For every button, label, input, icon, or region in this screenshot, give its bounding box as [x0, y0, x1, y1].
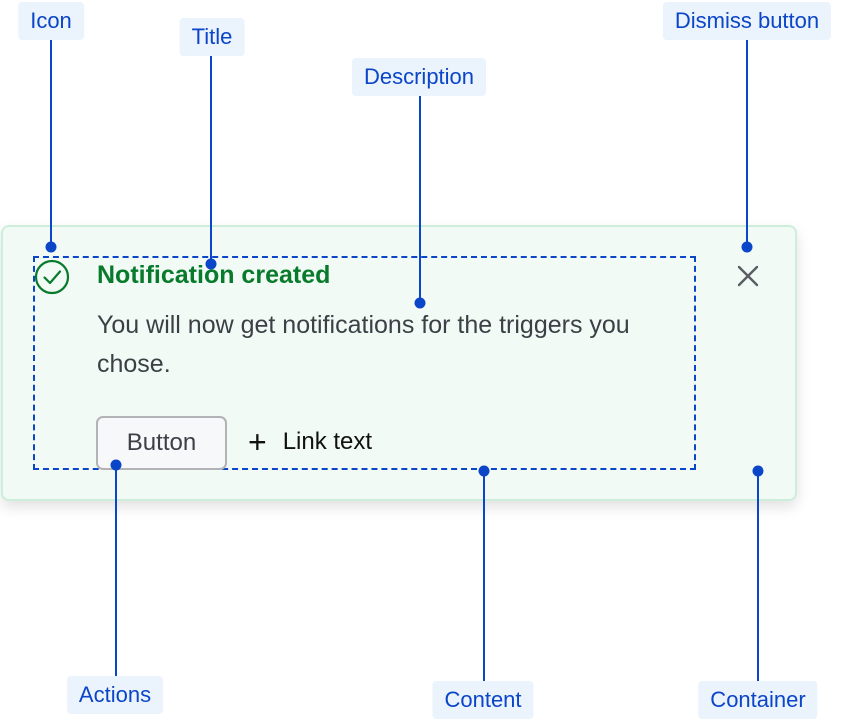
dismiss-connector — [746, 40, 748, 247]
label-dismiss-button: Dismiss button — [662, 2, 832, 40]
content-connector — [483, 471, 485, 681]
title-connector — [210, 56, 212, 264]
container-marker — [752, 465, 764, 477]
description-connector — [419, 96, 421, 303]
action-link[interactable]: + Link text — [248, 424, 373, 460]
notification-description: You will now get notifications for the t… — [97, 311, 630, 378]
close-icon[interactable] — [734, 262, 762, 290]
actions-marker — [110, 459, 122, 471]
content-outline — [33, 256, 696, 470]
label-title: Title — [179, 18, 245, 56]
label-container: Container — [698, 681, 818, 719]
action-link-label: Link text — [282, 428, 373, 455]
icon-marker — [45, 241, 57, 253]
label-actions: Actions — [66, 676, 164, 714]
actions-connector — [115, 464, 117, 676]
plus-icon: + — [248, 424, 267, 460]
label-icon: Icon — [18, 2, 84, 40]
container-connector — [757, 471, 759, 681]
label-content: Content — [432, 681, 534, 719]
dismiss-marker — [741, 241, 753, 253]
label-description: Description — [351, 58, 487, 96]
description-marker — [414, 297, 426, 309]
action-button[interactable]: Button — [96, 416, 227, 470]
content-marker — [478, 465, 490, 477]
check-circle-icon — [34, 259, 70, 295]
icon-connector — [50, 40, 52, 247]
title-marker — [205, 258, 217, 270]
